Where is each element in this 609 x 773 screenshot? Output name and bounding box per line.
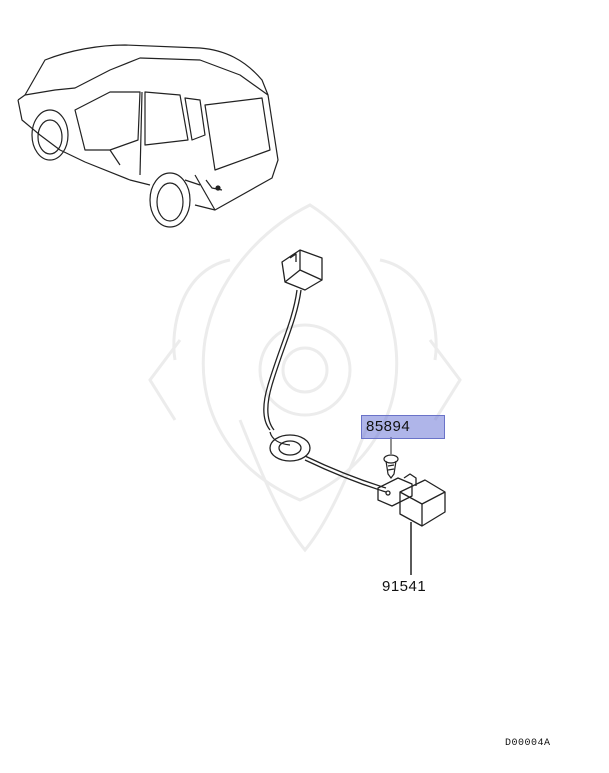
part-label-91541[interactable]: 91541 — [382, 578, 427, 595]
vehicle-illustration — [17, 44, 279, 228]
watermark-emblem — [148, 203, 462, 553]
wiring-harness — [263, 249, 387, 493]
screw-icon — [383, 454, 399, 479]
diagram-id: D00004A — [505, 738, 551, 749]
sensor-unit — [377, 473, 446, 527]
part-label-85894[interactable]: 85894 — [361, 415, 445, 439]
